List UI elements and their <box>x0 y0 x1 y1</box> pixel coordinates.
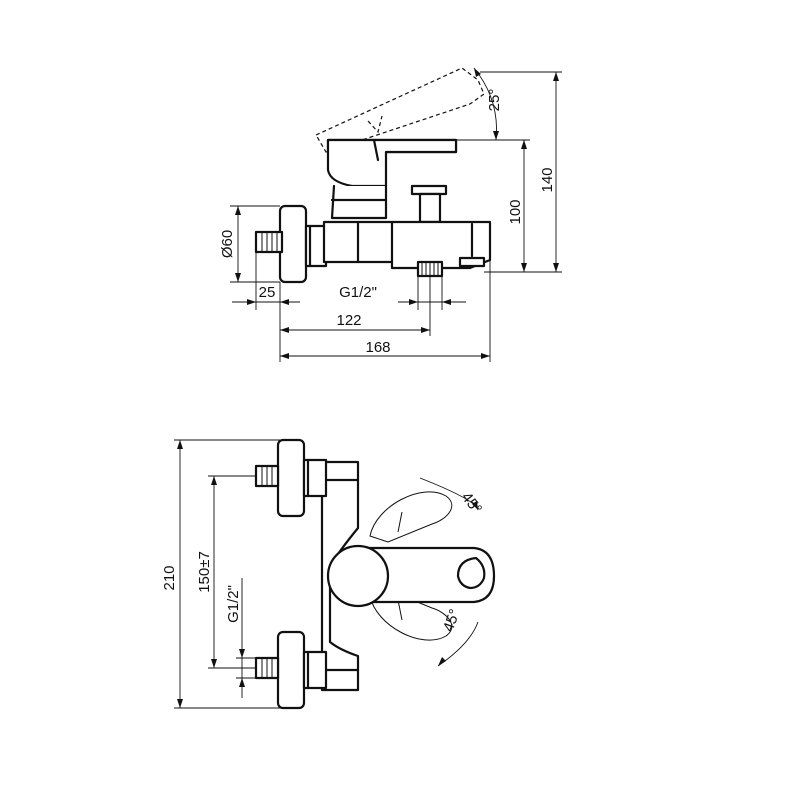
angle-45-top-label: 45° <box>458 489 485 517</box>
side-dimensions <box>230 67 562 362</box>
thread-label-side: G1/2" <box>339 284 377 301</box>
angle-arcs <box>419 477 479 667</box>
handle-top <box>326 544 496 608</box>
rotated-handle-outlines <box>369 491 453 641</box>
top-dimensions <box>174 439 280 709</box>
diameter-label: Ø60 <box>219 230 236 258</box>
width-122-label: 122 <box>336 312 361 329</box>
handle <box>326 138 458 220</box>
angle-45-bottom-label: 45° <box>440 607 464 634</box>
mixer-body-top <box>320 460 360 692</box>
height-140-label: 140 <box>539 167 556 192</box>
top-view: 210 150±7 G1/2" 45° 45° <box>161 438 496 710</box>
spacing-150-label: 150±7 <box>196 551 213 593</box>
inlet-pipe <box>254 230 284 254</box>
wall-flange <box>278 204 308 284</box>
raised-lever-outline <box>315 67 485 153</box>
width-168-label: 168 <box>365 339 390 356</box>
side-view: Ø60 25 G1/2" 122 168 25° 100 140 <box>219 67 562 362</box>
height-100-label: 100 <box>507 199 524 224</box>
height-210-label: 210 <box>161 565 178 590</box>
thread-label-top: G1/2" <box>225 585 242 623</box>
lower-inlet <box>254 630 328 710</box>
outlet-nozzle <box>416 256 486 278</box>
width-25-label: 25 <box>259 284 276 301</box>
diverter-knob <box>410 184 448 224</box>
upper-inlet <box>254 438 328 518</box>
angle-25-label: 25° <box>486 89 503 112</box>
